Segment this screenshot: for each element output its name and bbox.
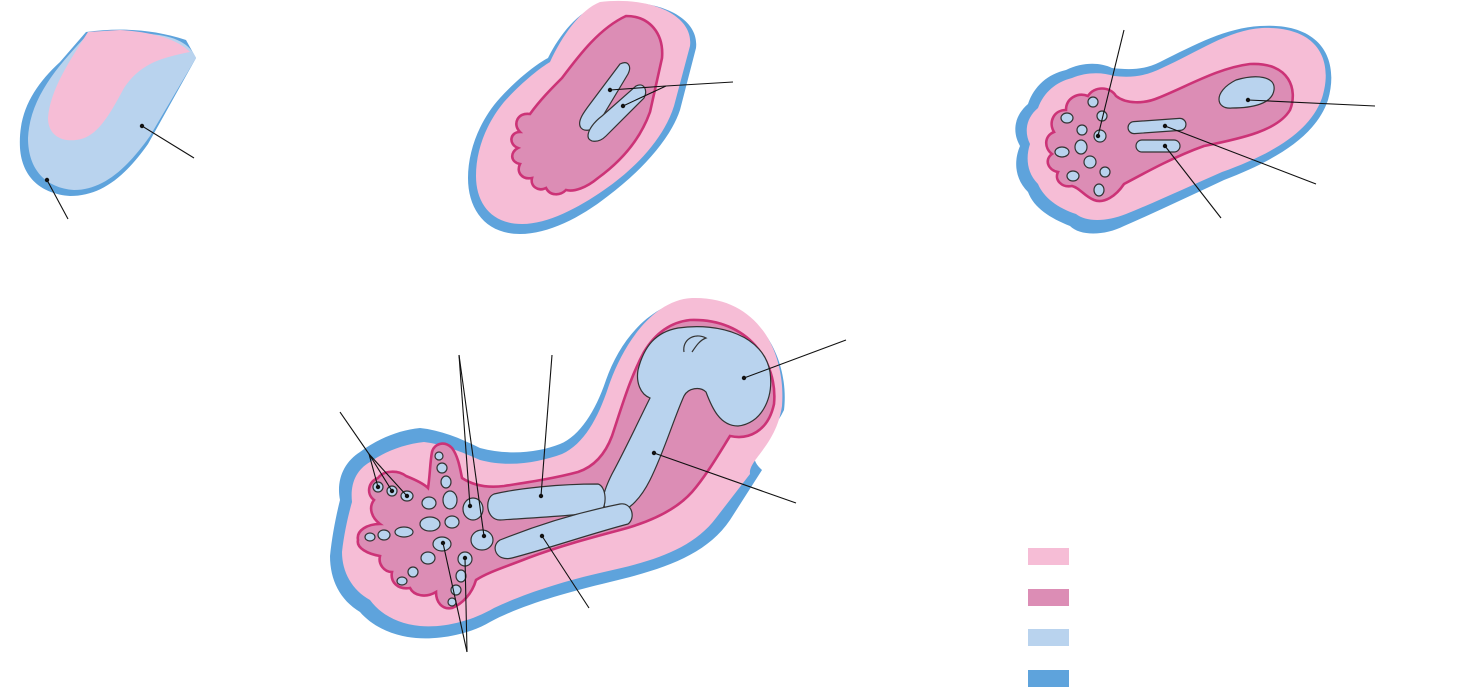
stage-4-leader-radius <box>540 354 553 497</box>
stage-4-dot-ph-2 <box>389 488 395 494</box>
legend-swatch-mesenchyme <box>1028 548 1069 565</box>
stage-4-phalanx-d1-3 <box>440 475 452 489</box>
stage-1-leader-tip-dot <box>44 177 50 183</box>
stage-4-dot-ph-1 <box>375 484 381 490</box>
stage-2-paddle <box>468 0 734 235</box>
stage-2-condensed-mesenchyme <box>510 14 664 196</box>
stage-4-phalanx-d1-2 <box>436 462 448 474</box>
stage-3-ulna <box>1135 139 1181 153</box>
stage-3-phalanx-1 <box>1087 96 1099 108</box>
stage-3-phalanx-7 <box>1099 166 1111 178</box>
stage-4-ulna <box>494 503 633 560</box>
stage-4-dot-radius <box>538 493 544 499</box>
stage-4-dot-humerus-shaft <box>651 450 657 456</box>
stage-4-leader-carpal-a <box>458 354 471 507</box>
stage-3-leader-carpal-dot <box>1095 133 1101 139</box>
stage-4-phalanx-d3-3 <box>394 526 414 538</box>
stage-4-leader-metacarpal-a <box>442 542 468 653</box>
stage-1-limb-bud <box>19 29 196 220</box>
stage-2-leader-b <box>622 85 667 107</box>
stage-4-carpal-1 <box>462 497 484 521</box>
stage-4-phalanx-d1-1 <box>434 451 444 461</box>
stage-3-carpal-4 <box>1076 124 1088 136</box>
stage-3-leader-radius-dot <box>1162 123 1168 129</box>
stage-4-phalanx-d5-3 <box>455 569 467 583</box>
stage-3-leader-humerus <box>1247 99 1376 107</box>
stage-3-carpal-2 <box>1074 139 1088 155</box>
stage-3-digit-rays <box>1015 25 1376 234</box>
stage-3-carpal-3 <box>1083 155 1097 169</box>
stage-4-carpal-2 <box>470 529 494 551</box>
stage-3-leader-ulna-dot <box>1162 143 1168 149</box>
legend-swatch-condensed-mesenchyme <box>1028 589 1069 606</box>
stage-2-cartilage-2 <box>587 84 647 142</box>
stage-4-carpal-6 <box>444 515 460 529</box>
stage-4-dot-carpal-a <box>467 503 473 509</box>
stage-4-leader-carpal-b <box>458 354 485 537</box>
stage-4-carpal-5 <box>419 516 441 532</box>
stage-1-leader-tip <box>46 179 69 220</box>
stage-4-limb <box>330 297 847 653</box>
stage-3-phalanx-6 <box>1093 183 1105 197</box>
stage-4-leader-humerus-head <box>743 339 847 379</box>
stage-3-phalanx-5 <box>1066 170 1080 182</box>
stage-1-leader-ridge <box>141 125 195 159</box>
stage-4-carpal-3 <box>442 490 458 510</box>
stage-4-humerus-notch <box>683 335 708 353</box>
stage-4-leader-humerus-shaft <box>653 452 797 504</box>
stage-4-phalanx-d4-1 <box>396 576 408 586</box>
stage-4-leader-phalanges-b <box>368 453 393 492</box>
stage-2-leader-a-dot <box>607 87 613 93</box>
stage-1-leader-ridge-dot <box>139 123 145 129</box>
stage-3-phalanx-4 <box>1054 146 1070 158</box>
stage-4-phalanx-d4-3 <box>420 551 436 565</box>
stage-2-leader-b-dot <box>620 103 626 109</box>
stage-4-dot-ph-3 <box>404 493 410 499</box>
stage-4-humerus <box>602 326 772 514</box>
stage-4-dot-metacarpal-b <box>462 555 468 561</box>
stage-3-phalanx-3 <box>1060 112 1074 124</box>
stage-4-phalanx-d3-2 <box>377 529 391 541</box>
stage-4-phalanx-d5-1 <box>447 597 457 607</box>
legend-swatch-ectoderm <box>1028 670 1069 687</box>
stage-4-dot-humerus-head <box>741 375 747 381</box>
stage-4-dot-metacarpal-a <box>440 540 446 546</box>
stage-4-carpal-4 <box>421 496 437 510</box>
stage-1-mesenchyme-core <box>48 30 190 141</box>
stage-3-leader-humerus-dot <box>1245 97 1251 103</box>
stage-3-leader-carpal <box>1097 29 1125 137</box>
stage-4-phalanx-d4-2 <box>407 566 419 578</box>
stage-4-phalanx-d3-1 <box>364 532 376 542</box>
stage-4-dot-carpal-b <box>481 533 487 539</box>
stage-4-dot-ulna <box>539 533 545 539</box>
stage-4-leader-phalanges-c <box>368 453 408 497</box>
stage-3-leader-ulna <box>1164 145 1222 219</box>
stage-4-leader-ulna <box>541 535 590 609</box>
stage-4-leader-metacarpal-b <box>464 557 468 653</box>
stage-3-radius <box>1127 117 1187 135</box>
legend-swatch-cartilage <box>1028 629 1069 646</box>
stage-3-leader-radius <box>1164 125 1317 185</box>
stage-2-cartilage-1 <box>579 62 631 131</box>
